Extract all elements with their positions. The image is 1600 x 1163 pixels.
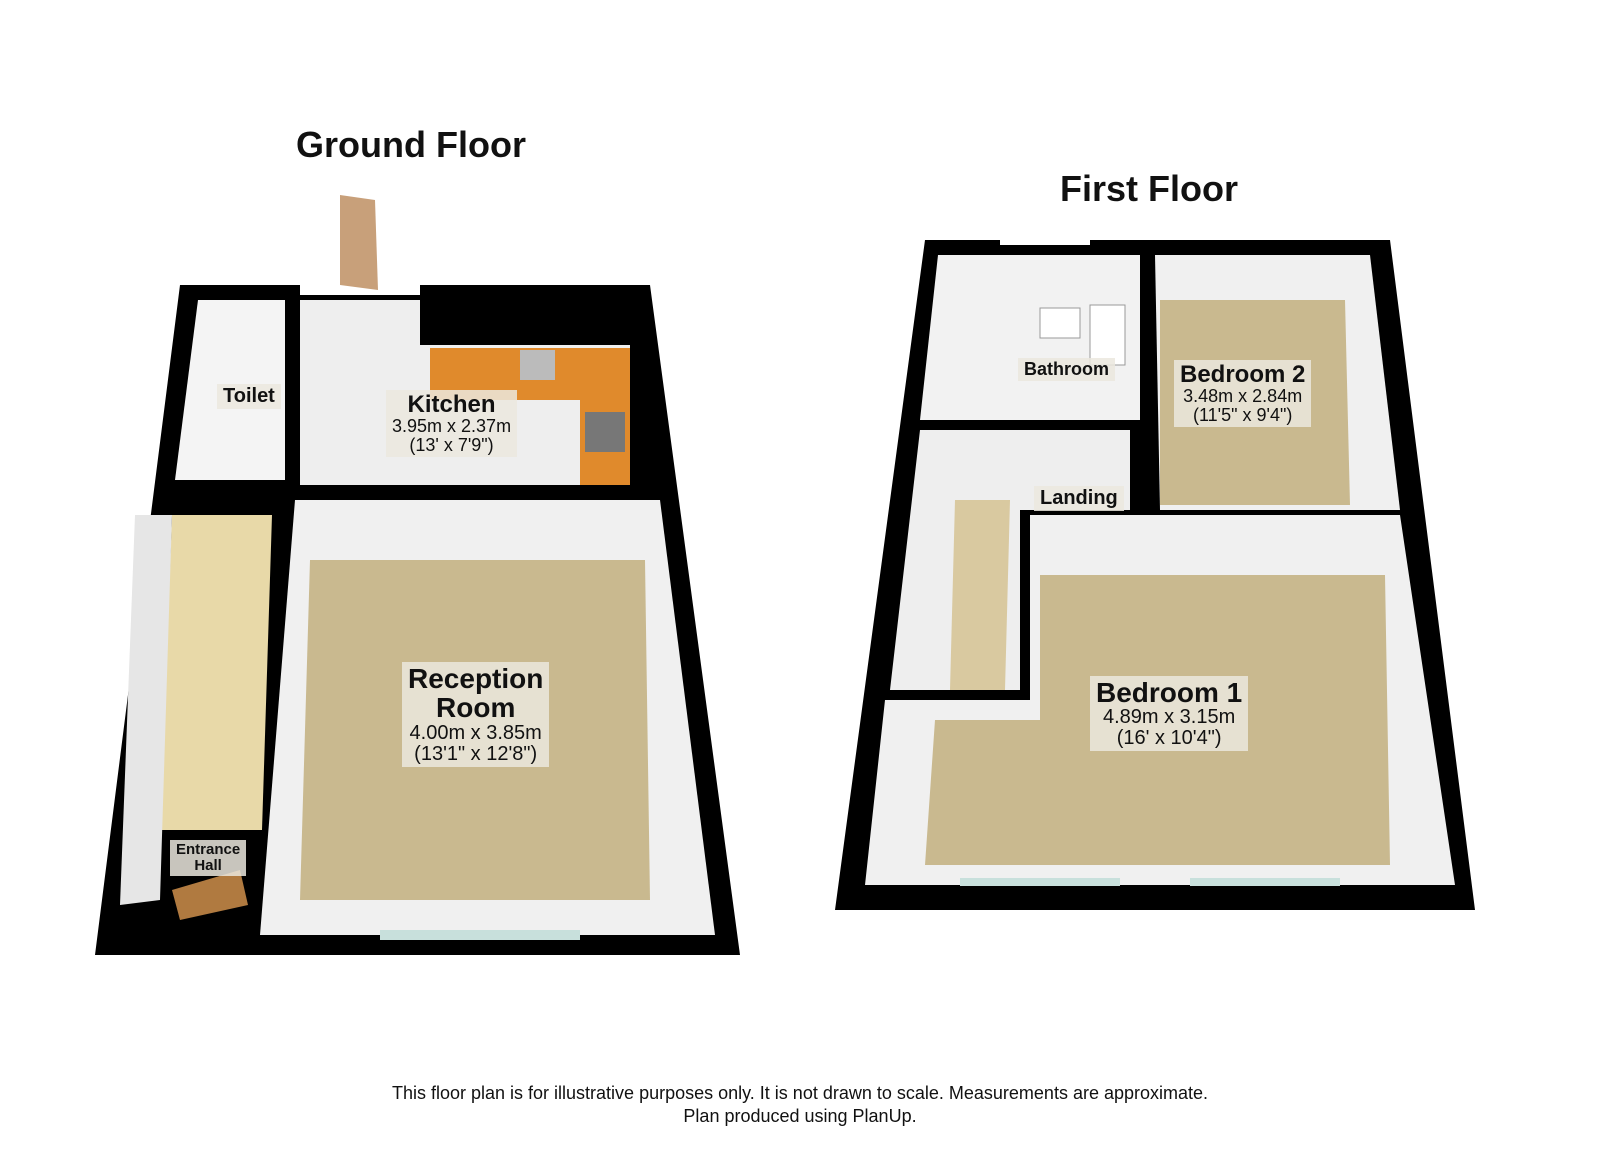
produced-by-text: Plan produced using PlanUp. xyxy=(683,1106,917,1126)
staircase-first xyxy=(950,500,1010,690)
front-door-icon xyxy=(172,870,248,920)
first-floor-plan xyxy=(835,240,1475,910)
landing-label: Landing xyxy=(1034,486,1124,511)
wc-icon xyxy=(1089,304,1126,366)
bedroom2-label: Bedroom 2 3.48m x 2.84m (11'5" x 9'4") xyxy=(1174,360,1312,427)
sink-icon xyxy=(520,350,555,380)
toilet-label: Toilet xyxy=(217,384,281,409)
window-icon xyxy=(380,930,580,940)
kitchen-worktop xyxy=(430,348,630,485)
kitchen-label: Kitchen 3.95m x 2.37m (13' x 7'9") xyxy=(386,390,518,457)
back-door-icon xyxy=(340,195,378,290)
basin-icon xyxy=(1039,307,1081,339)
window-icon xyxy=(960,878,1120,886)
entrance-hall-label: Entrance Hall xyxy=(170,840,247,876)
bathroom-label: Bathroom xyxy=(1018,358,1115,381)
hob-icon xyxy=(585,412,625,452)
window-icon xyxy=(1190,878,1340,886)
bedroom1-label: Bedroom 1 4.89m x 3.15m (16' x 10'4") xyxy=(1090,676,1249,752)
reception-label: Reception Room 4.00m x 3.85m (13'1" x 12… xyxy=(402,662,550,767)
staircase xyxy=(160,515,272,830)
first-floor-title: First Floor xyxy=(1060,168,1238,209)
ground-floor-title: Ground Floor xyxy=(296,124,526,165)
disclaimer-text: This floor plan is for illustrative purp… xyxy=(391,1083,1209,1103)
